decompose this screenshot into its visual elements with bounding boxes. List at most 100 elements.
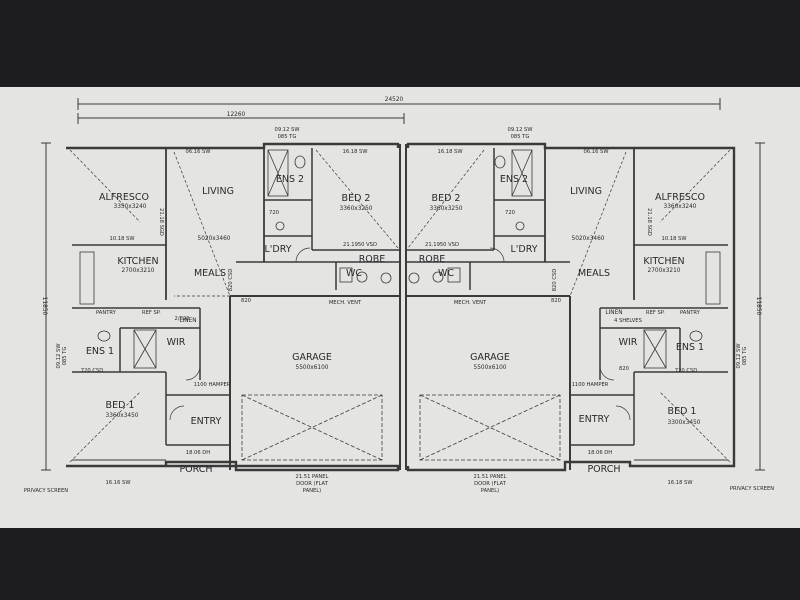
room-wir-right: WIR xyxy=(619,337,638,348)
room-alfresco-left: ALFRESCO xyxy=(99,192,149,203)
window-bed1-left: 16.16 SW xyxy=(106,480,131,486)
room-kitchen-left: KITCHEN xyxy=(117,256,158,267)
window-side-left: 09.12 SW xyxy=(56,344,62,369)
room-ldry-right: L'DRY xyxy=(510,244,537,255)
label-pantry-right: PANTRY xyxy=(680,310,701,316)
room-ldry-left: L'DRY xyxy=(264,244,291,255)
size-bed2-right: 3360x3250 xyxy=(430,206,463,212)
fixtures xyxy=(79,149,721,369)
room-living-left: LIVING xyxy=(202,186,234,197)
room-bed2-left: BED 2 xyxy=(342,193,371,204)
window-top2-right: 16.18 SW xyxy=(438,149,463,155)
room-robe-right: ROBE xyxy=(419,254,446,265)
room-wc-right: WC xyxy=(438,268,454,279)
window-top2-left: 16.18 SW xyxy=(343,149,368,155)
label-shelves-right: 4 SHELVES xyxy=(614,318,642,324)
label-refsp-left: REF SP. xyxy=(142,310,161,316)
room-kitchen-right: KITCHEN xyxy=(643,256,684,267)
garage-door-panels xyxy=(241,394,561,461)
size-kitchen-left: 2700x3210 xyxy=(122,268,155,274)
window-alfresco-left: 10.18 SW xyxy=(110,236,135,242)
mech-vent-right: MECH. VENT xyxy=(454,300,487,306)
room-living-right: LIVING xyxy=(570,186,602,197)
window-ens2-left: 09.12 SW xyxy=(275,127,300,133)
door-swings xyxy=(169,247,631,421)
dim-depth-left: 11850 xyxy=(41,297,47,316)
garage-door3-right: PANEL) xyxy=(481,488,499,494)
window-robe-left: 21.1950 VSD xyxy=(343,242,377,248)
room-bed1-right: BED 1 xyxy=(668,406,697,417)
door-ens2-right: 720 xyxy=(505,210,515,216)
window-top-left: 06.16 SW xyxy=(186,149,211,155)
room-wc-left: WC xyxy=(346,268,362,279)
garage-door3-left: PANEL) xyxy=(303,488,321,494)
window-ens2-tg-left: 085 TG xyxy=(278,134,297,140)
size-alfresco-left: 3350x3240 xyxy=(114,204,147,210)
door-ens1-left: 720 CSD xyxy=(81,368,103,374)
size-bed1-left: 3360x3450 xyxy=(106,413,139,419)
room-porch-right: PORCH xyxy=(587,464,620,475)
door-wir-right: 820 xyxy=(619,366,629,372)
garage-door-right: 21.51 PANEL xyxy=(474,474,507,480)
room-meals-right: MEALS xyxy=(578,268,610,279)
privacy-screen-left: PRIVACY SCREEN xyxy=(24,488,68,494)
room-ens1-left: ENS 1 xyxy=(86,346,114,357)
dim-half-width: 12260 xyxy=(227,112,246,118)
room-alfresco-right: ALFRESCO xyxy=(655,192,705,203)
window-side-tg-left: 085 TG xyxy=(62,347,68,366)
dim-depth-right: 11850 xyxy=(755,297,761,316)
window-bed1-right: 16.18 SW xyxy=(668,480,693,486)
label-pantry-left: PANTRY xyxy=(96,310,117,316)
door-linen-left: 2/820 xyxy=(175,316,190,322)
door-meals-right: 820 CSD xyxy=(552,269,558,291)
label-hamper-left: 1100 HAMPER xyxy=(194,382,231,388)
building-outline xyxy=(66,142,736,472)
room-wir-left: WIR xyxy=(167,337,186,348)
room-porch-left: PORCH xyxy=(179,464,212,475)
window-alfresco-sgd-right: 21.18 SGD xyxy=(646,208,652,236)
window-side-right: 09.12 SW xyxy=(736,344,742,369)
room-ens2-right: ENS 2 xyxy=(500,174,528,185)
room-garage-left: GARAGE xyxy=(292,352,332,363)
window-robe-right: 21.1950 VSD xyxy=(425,242,459,248)
room-meals-left: MEALS xyxy=(194,268,226,279)
room-ens2-left: ENS 2 xyxy=(276,174,304,185)
size-living-right: 5020x3460 xyxy=(572,236,605,242)
door-meals-left: 820 CSD xyxy=(228,269,234,291)
mech-vent-left: MECH. VENT xyxy=(329,300,362,306)
room-ens1-right: ENS 1 xyxy=(676,342,704,353)
door-garage-right: 820 xyxy=(551,298,561,304)
label-refsp-right: REF SP. xyxy=(646,310,665,316)
size-kitchen-right: 2700x3210 xyxy=(648,268,681,274)
dim-overall-width: 24520 xyxy=(385,97,404,103)
garage-door2-right: DOOR (FLAT xyxy=(474,481,507,487)
window-top-right: 06.16 SW xyxy=(584,149,609,155)
room-garage-right: GARAGE xyxy=(470,352,510,363)
garage-door-left: 21.51 PANEL xyxy=(296,474,329,480)
door-ens1-right: 720 CSD xyxy=(675,368,697,374)
privacy-screen-right: PRIVACY SCREEN xyxy=(730,486,774,492)
window-ens2-right: 09.12 SW xyxy=(508,127,533,133)
unit-right: ALFRESCO 3360x3240 LIVING 5020x3460 MEAL… xyxy=(419,127,775,494)
size-bed1-right: 3300x3450 xyxy=(668,420,701,426)
room-bed2-right: BED 2 xyxy=(432,193,461,204)
room-linen-right: LINEN xyxy=(605,310,622,316)
size-garage-right: 5500x6100 xyxy=(474,365,507,371)
size-alfresco-right: 3360x3240 xyxy=(664,204,697,210)
room-bed1-left: BED 1 xyxy=(106,400,135,411)
room-entry-right: ENTRY xyxy=(579,414,610,425)
room-robe-left: ROBE xyxy=(359,254,386,265)
door-entry-left: 18.06 DH xyxy=(186,450,210,456)
linework xyxy=(41,98,765,472)
room-entry-left: ENTRY xyxy=(191,416,222,427)
door-garage-left: 820 xyxy=(241,298,251,304)
room-linen-left: LINEN xyxy=(179,318,196,324)
window-alfresco-sgd-left: 21.18 SGD xyxy=(158,208,164,236)
door-entry-right: 18.06 DH xyxy=(588,450,612,456)
garage-door2-left: DOOR (FLAT xyxy=(296,481,329,487)
size-living-left: 5020x3460 xyxy=(198,236,231,242)
label-hamper-right: 1100 HAMPER xyxy=(572,382,609,388)
unit-left: ALFRESCO 3350x3240 LIVING 5020x3460 MEAL… xyxy=(24,127,385,494)
window-alfresco-right: 10.18 SW xyxy=(662,236,687,242)
